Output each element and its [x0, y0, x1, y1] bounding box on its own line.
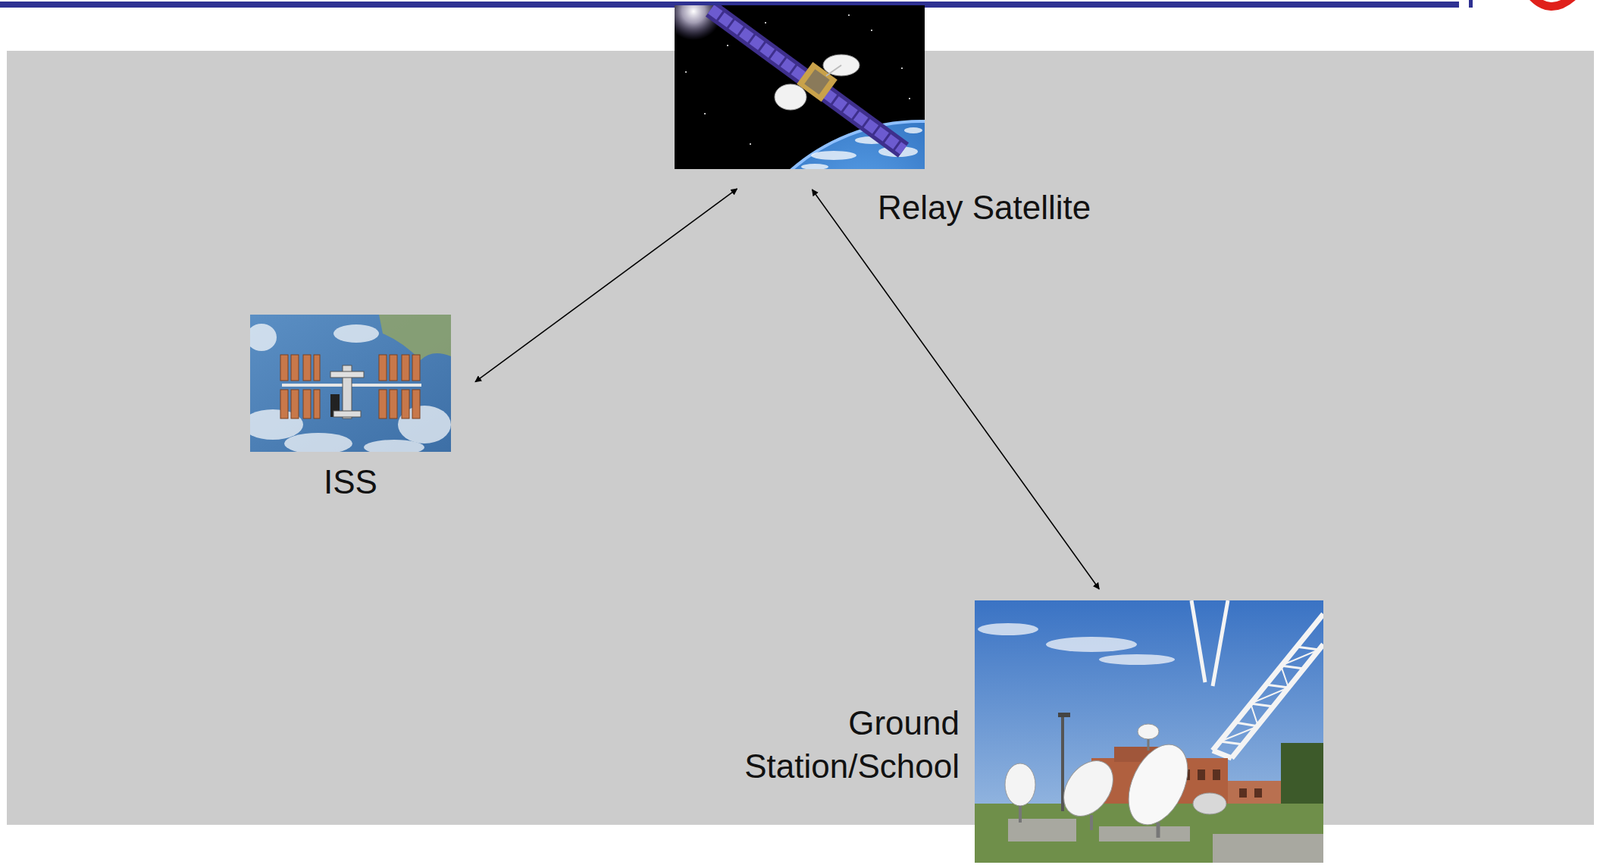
- node-label: Relay Satellite: [877, 187, 1091, 229]
- satellite-picture: [674, 5, 925, 170]
- node-label: Ground Station/School: [709, 701, 960, 788]
- ground-station-picture-part: [1089, 814, 1093, 830]
- iss-picture-part: [401, 389, 410, 419]
- antenna-truss: [1191, 600, 1324, 758]
- header-bar-part: [1468, 0, 1473, 8]
- satellite-picture-part: [870, 29, 873, 32]
- iss-picture-part: [412, 389, 420, 419]
- ground-station-picture-part: [1191, 600, 1206, 683]
- iss-picture-part: [333, 410, 361, 417]
- sky-clouds: [977, 623, 1175, 665]
- ground-station-picture-part: [1147, 738, 1150, 751]
- satellite-picture-part: [804, 68, 830, 95]
- ground-station-picture-part: [1212, 833, 1324, 863]
- ground-station-picture-part: [1099, 826, 1190, 842]
- satellite-picture-part: [726, 44, 729, 47]
- ground-station-picture-part: [1045, 636, 1137, 652]
- iss-picture-part: [280, 389, 289, 419]
- iss-picture-part: [303, 389, 311, 419]
- ground-station-picture-part: [1058, 712, 1071, 718]
- iss-picture-part: [389, 389, 398, 419]
- satellite-picture-part: [908, 97, 911, 100]
- iss-picture-part: [291, 389, 299, 419]
- ground-station-picture-part: [1254, 788, 1262, 798]
- satellite-picture-part: [764, 21, 767, 24]
- iss-picture-part: [280, 354, 289, 381]
- ground-station-picture-part: [1239, 788, 1247, 798]
- iss-picture-part: [412, 354, 420, 381]
- ground-station-picture-part: [1192, 792, 1227, 815]
- satellite-picture-part: [801, 163, 829, 170]
- iss-picture-part: [378, 389, 387, 419]
- ground-station-picture-part: [1156, 822, 1161, 838]
- satellite-picture-part: [749, 143, 752, 145]
- iss-picture-part: [280, 354, 420, 419]
- link-arrow: [475, 188, 738, 382]
- satellite-picture-part: [704, 112, 706, 115]
- iss-picture-part: [333, 324, 379, 343]
- ground-station-picture-part: [1008, 818, 1077, 842]
- iss-picture-part: [291, 354, 299, 381]
- ground-station-picture-part: [1220, 649, 1319, 742]
- land-mass: [378, 314, 451, 361]
- satellite-picture-part: [774, 84, 807, 110]
- iss-node: ISS: [250, 314, 451, 452]
- ground-station-picture: [974, 600, 1324, 863]
- satellite-picture-part: [848, 14, 850, 16]
- iss-picture-part: [250, 323, 277, 351]
- iss-picture-part: [284, 432, 353, 452]
- solar-panel-cells: [710, 9, 904, 151]
- iss-structure: [280, 354, 422, 419]
- background-panel: [6, 50, 1594, 825]
- iss-picture: [250, 314, 451, 452]
- ground-station-picture-part: [1182, 769, 1262, 798]
- satellite-picture-part: [826, 65, 842, 76]
- dish-antennas: [1005, 723, 1227, 838]
- iss-picture-part: [313, 354, 320, 381]
- satellite-picture-part: [904, 127, 923, 134]
- satellite-node: Relay Satellite: [674, 5, 925, 170]
- cloud-cover: [250, 323, 451, 452]
- iss-picture-part: [363, 439, 425, 452]
- header-bar-part: [1531, 0, 1573, 7]
- ground-station-picture-part: [974, 600, 1324, 863]
- ground-station-picture-part: [1220, 646, 1319, 745]
- ground-station-picture-part: [1005, 763, 1036, 806]
- ground-station-picture-part: [1212, 769, 1221, 780]
- link-arrow: [812, 189, 1100, 589]
- ground-station-node: Ground Station/School: [974, 600, 1324, 863]
- ground-station-picture-part: [1137, 723, 1159, 739]
- tree-line: [1280, 742, 1324, 811]
- satellite-body: [774, 54, 860, 110]
- ground-station-picture-part: [1212, 600, 1228, 686]
- ground-station-picture-part: [1018, 805, 1022, 823]
- satellite-picture-part: [901, 67, 903, 69]
- iss-picture-part: [303, 354, 311, 381]
- satellite-picture-part: [823, 54, 860, 76]
- ground-station-picture-part: [977, 623, 1039, 636]
- ground-station-picture-part: [1197, 769, 1206, 780]
- iss-picture-part: [330, 371, 364, 378]
- ground-station-picture-part: [1053, 751, 1124, 826]
- iss-picture-part: [378, 354, 387, 381]
- node-label: ISS: [323, 462, 378, 503]
- iss-picture-part: [389, 354, 398, 381]
- solar-panel: [710, 9, 904, 151]
- ground-station-picture-part: [1099, 654, 1175, 665]
- ground-station-picture-part: [1227, 780, 1281, 805]
- iss-picture-part: [401, 354, 410, 381]
- iss-picture-part: [313, 389, 320, 419]
- satellite-picture-part: [810, 150, 857, 160]
- ground-station-picture-part: [1212, 613, 1324, 758]
- satellite-picture-part: [685, 71, 687, 73]
- pavement: [1008, 818, 1324, 863]
- ground-station-picture-part: [1117, 735, 1200, 834]
